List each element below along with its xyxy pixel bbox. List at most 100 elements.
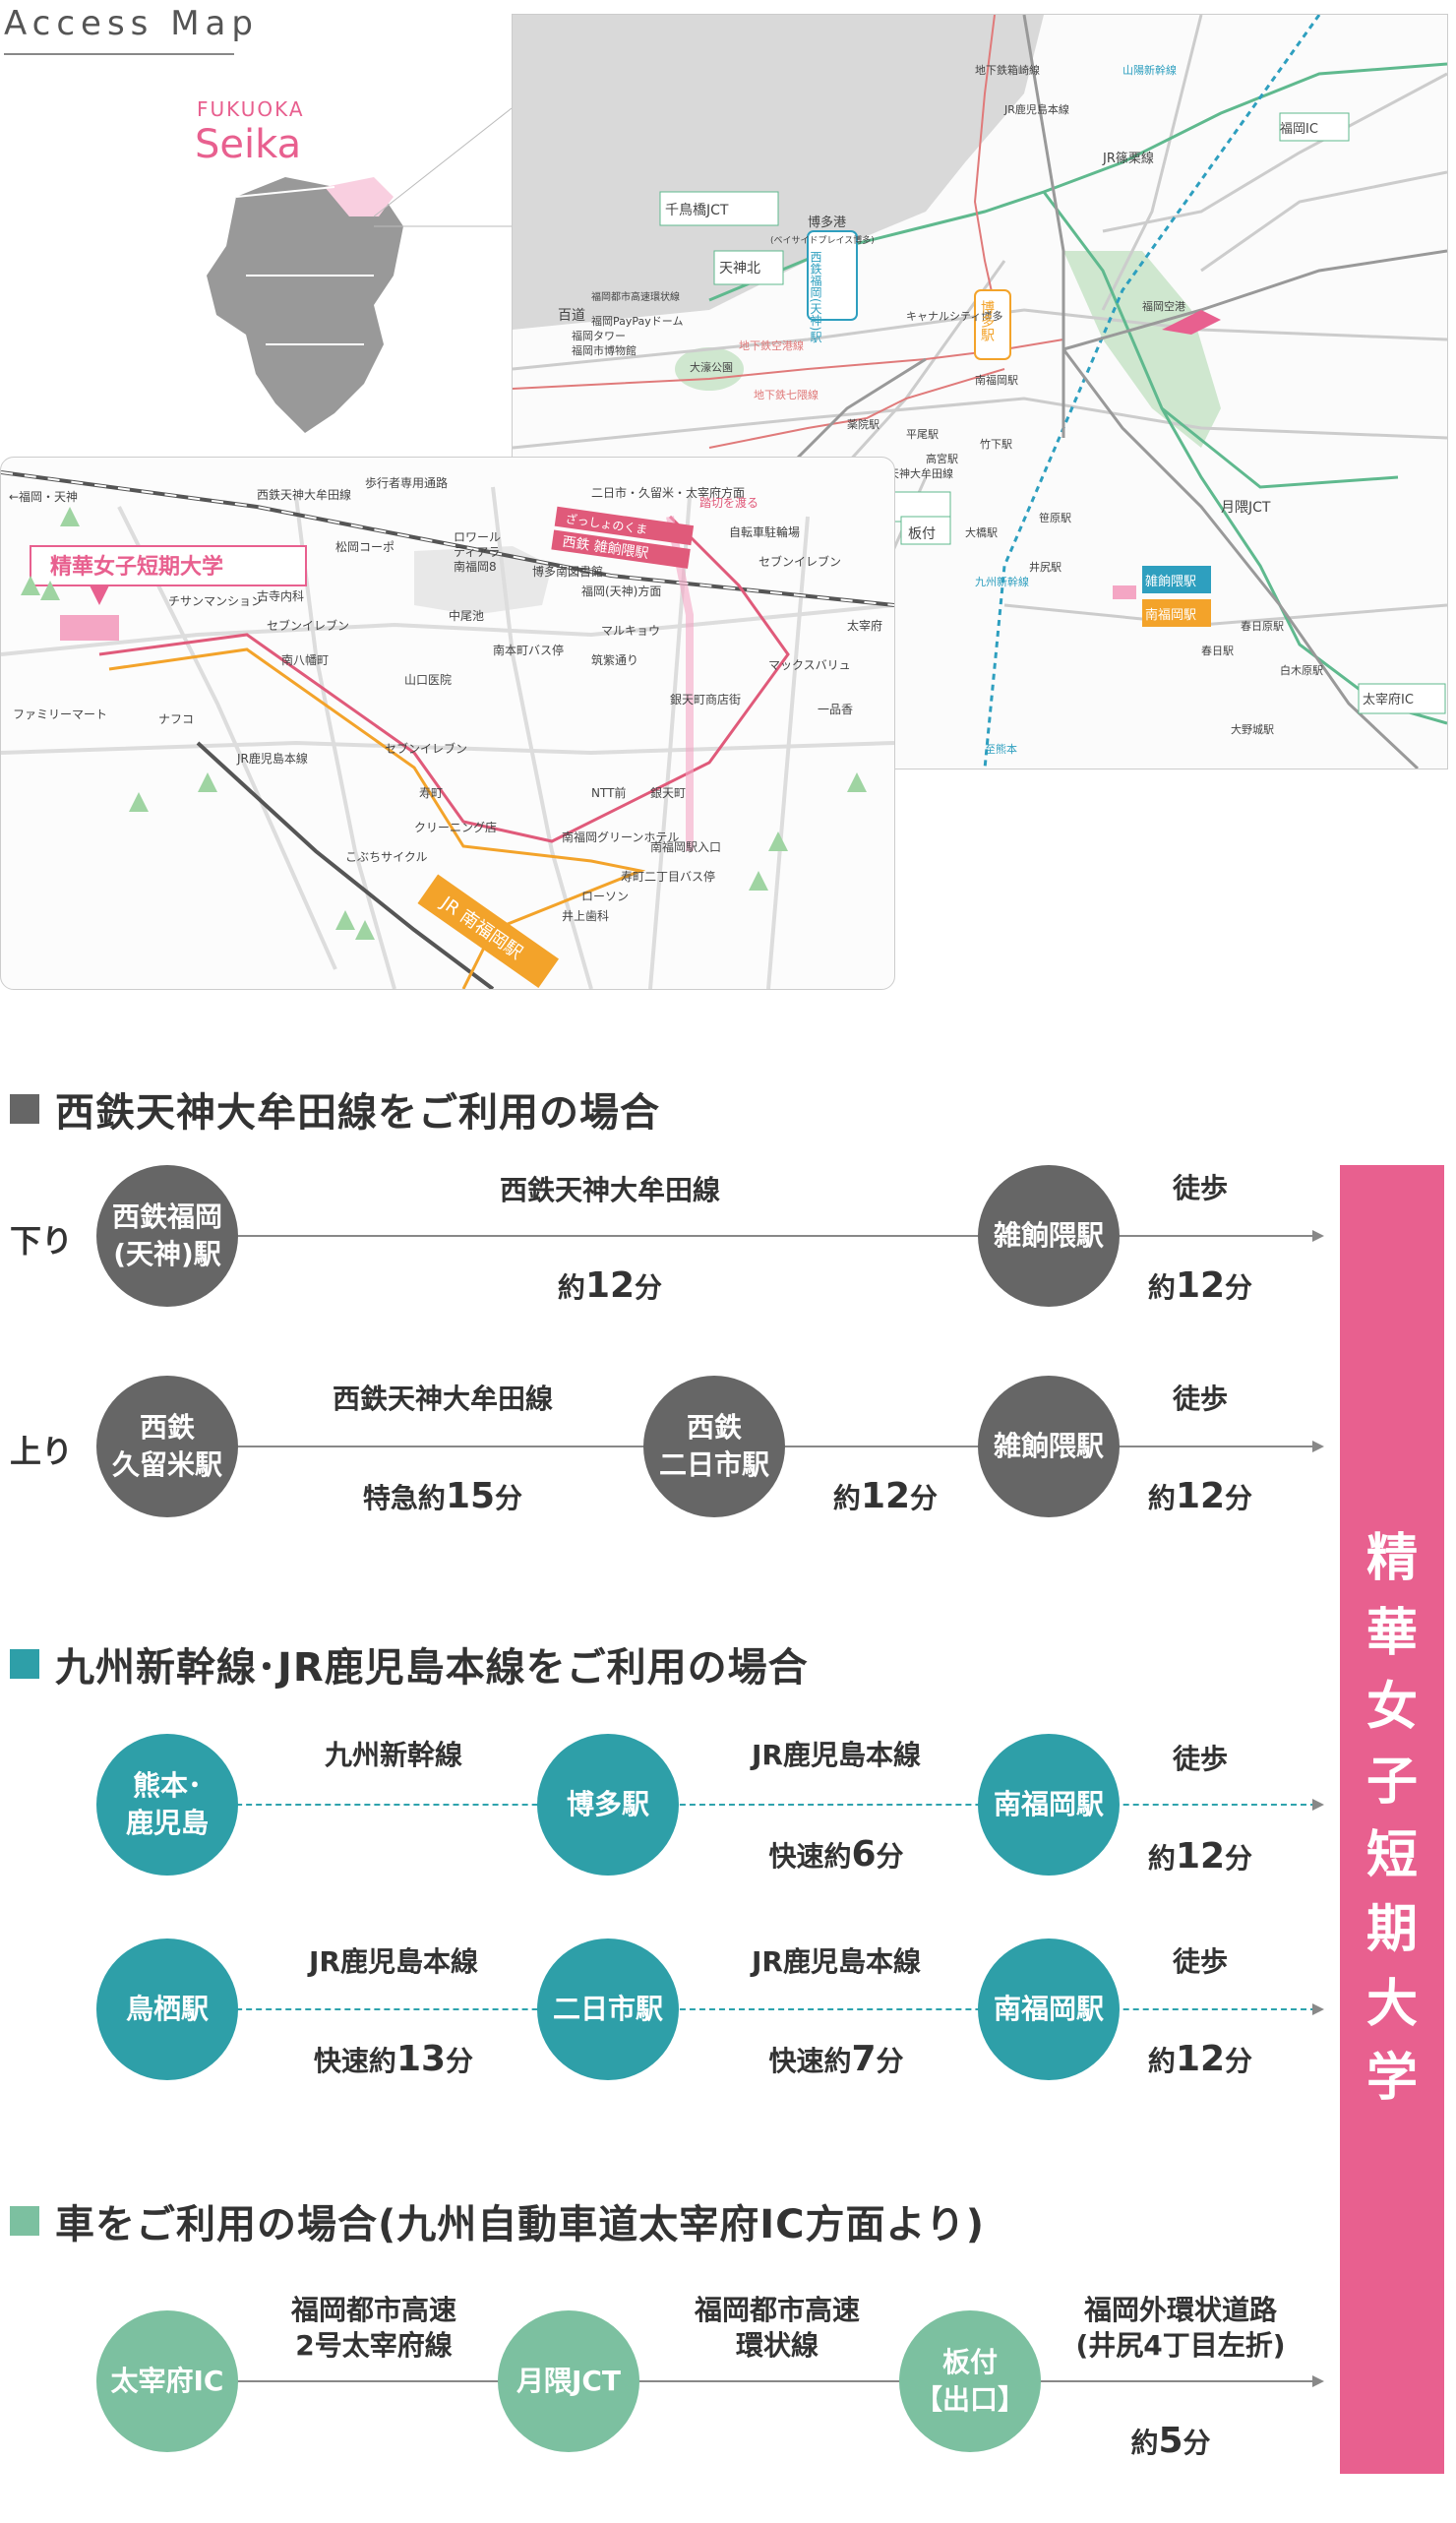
route-line (167, 2008, 1316, 2010)
college-building-icon (60, 615, 119, 641)
label-shiraki: 白木原駅 (1280, 663, 1323, 677)
label-minami-fukuoka-hakataminami: 南福岡駅 (975, 373, 1018, 387)
segment-line-name: JR鹿児島本線 (309, 1945, 478, 1978)
route-line (167, 2380, 1316, 2382)
station-nishitetsu-fukuoka: 西鉄福岡 (天神)駅 (96, 1165, 238, 1307)
segment-duration: 約12分 (557, 1265, 663, 1306)
label-tenjin-kita: 天神北 (719, 261, 760, 277)
label-kasahara: 笹原駅 (1039, 512, 1071, 524)
label-minami-fukuoka-8: 南福岡8 (454, 559, 497, 574)
label-takamiya: 高宮駅 (926, 452, 958, 465)
label-seven-west: セブンイレブン (267, 618, 349, 633)
segment-walk-label: 徒歩 (1172, 1743, 1228, 1775)
label-yamaguchi: 山口医院 (404, 673, 452, 687)
label-jr-kagoshima-local: JR鹿児島本線 (236, 751, 308, 766)
label-to-kumamoto: 至熊本 (985, 742, 1017, 756)
station-zasshonokuma: 雑餉隈駅 (978, 1165, 1120, 1307)
page-title: Access Map (4, 4, 259, 43)
segment-drive-duration: 約5分 (1130, 2421, 1211, 2461)
label-inoue: 井上歯科 (562, 909, 609, 923)
label-minami-honmachi: 南本町バス停 (493, 643, 564, 657)
label-minami-fukuoka-eki-iriguchi: 南福岡駅入口 (650, 839, 721, 854)
label-minami-fukuoka-green: 南福岡グリーンホテル (562, 830, 679, 844)
label-to-futsukaichi: 二日市・久留米・太宰府方面 (591, 485, 745, 500)
inset-connector (374, 107, 513, 227)
label-kotobuki-2: 寿町二丁目バス停 (621, 869, 715, 884)
label-itazuke: 板付 (908, 526, 936, 542)
section-mark-car (10, 2206, 39, 2236)
segment-walk-duration: 約12分 (1147, 1476, 1253, 1516)
label-furuichi: 古寺内科 (257, 588, 304, 603)
segment-walk-duration: 約12分 (1147, 1836, 1253, 1877)
label-iojiri: 井尻駅 (1029, 560, 1062, 574)
station-tosu: 鳥栖駅 (96, 1938, 238, 2080)
label-dazaifu-dir: 太宰府 (847, 618, 882, 633)
segment-road-name: 福岡都市高速 環状線 (694, 2294, 860, 2363)
label-family-mart: ファミリーマート (13, 708, 107, 721)
segment-walk-label: 徒歩 (1172, 1383, 1228, 1415)
label-bayside: (ベイサイドプレイス博多) (770, 234, 875, 246)
station-futsukaichi: 西鉄 二日市駅 (643, 1376, 785, 1517)
route-line (167, 1235, 1316, 1237)
label-kobuchi: こぶちサイクル (345, 850, 428, 864)
label-jr-kagoshima-main: JR鹿児島本線 (1003, 102, 1069, 116)
station-minami-fukuoka: 南福岡駅 (978, 1734, 1120, 1876)
station-zasshonokuma: 雑餉隈駅 (978, 1376, 1120, 1517)
label-hakata-minami-library: 博多南図書館 (532, 564, 603, 579)
label-lowar: ロワール (454, 530, 501, 544)
station-kumamoto-kagoshima: 熊本･ 鹿児島 (96, 1734, 238, 1876)
title-underline (4, 53, 234, 55)
section-heading-jr: 九州新幹線･JR鹿児島本線をご利用の場合 (55, 1645, 809, 1691)
segment-road-name: 福岡外環状道路 (井尻4丁目左折) (1075, 2294, 1286, 2363)
label-jr-sasaguri: JR篠栗線 (1102, 151, 1154, 166)
kyushu-inset-map: FUKUOKA Seika (195, 97, 403, 433)
label-kotobuki: 寿町 (419, 786, 443, 800)
label-onojo: 大野城駅 (1231, 722, 1274, 736)
label-crossing: 踏切を渡る (699, 495, 758, 510)
arrow-right-icon (1312, 1230, 1324, 1242)
segment-walk-duration: 約12分 (1147, 2039, 1253, 2079)
label-minami-fukuoka: 南福岡駅 (1145, 607, 1196, 623)
segment-duration: 特急約15分 (362, 1476, 523, 1516)
label-canal-city: キャナルシティ博多 (906, 309, 1002, 323)
label-ginten: 銀天町 (650, 786, 686, 800)
segment-duration: 約12分 (832, 1476, 939, 1516)
brand-top: FUKUOKA (197, 97, 305, 121)
station-minami-fukuoka: 南福岡駅 (978, 1938, 1120, 2080)
direction-label-down: 下り (10, 1222, 74, 1260)
local-map: ざっしょのくま 西鉄 雑餉隈駅 JR 南福岡駅 精華女子短期大学 ←福岡・天神 … (0, 457, 895, 990)
section-mark-jr (10, 1649, 39, 1679)
label-seven-3: セブンイレブン (385, 741, 467, 756)
label-ichi-fuka: 一品香 (818, 703, 853, 716)
label-city-museum: 福岡市博物館 (572, 343, 637, 357)
local-map-canvas: ざっしょのくま 西鉄 雑餉隈駅 JR 南福岡駅 精華女子短期大学 ←福岡・天神 … (1, 470, 894, 989)
label-yakuin: 薬院駅 (847, 417, 880, 431)
segment-road-name: 福岡都市高速 2号太宰府線 (290, 2294, 456, 2363)
label-lawson: ローソン (581, 890, 629, 903)
label-takeshita: 竹下駅 (980, 437, 1012, 451)
segment-walk-label: 徒歩 (1172, 1172, 1228, 1204)
college-label: 精華女子短期大学 (50, 554, 223, 580)
route-line (167, 1804, 1316, 1806)
label-minami-hachiman: 南八幡町 (281, 652, 329, 667)
brand-main: Seika (195, 122, 301, 167)
label-zasshonokuma: 雑餉隈駅 (1145, 574, 1196, 589)
section-heading-car: 車をご利用の場合(九州自動車道太宰府IC方面より) (55, 2202, 986, 2247)
label-max-valu: マックスバリュ (768, 658, 851, 672)
label-ginten-shotengai: 銀天町商店街 (670, 692, 741, 707)
label-bike-parking: 自転車駐輪場 (729, 524, 800, 539)
airport-icon (1162, 310, 1221, 335)
station-futsukaichi-jr: 二日市駅 (537, 1938, 679, 2080)
station-hakata: 博多駅 (537, 1734, 679, 1876)
label-to-fukuoka-tenjin: ←福岡・天神 (9, 489, 78, 504)
label-ohori-park: 大濠公園 (690, 360, 733, 374)
section-heading-nishitetsu: 西鉄天神大牟田線をご利用の場合 (55, 1090, 660, 1136)
label-fukuoka-tower: 福岡タワー (572, 329, 626, 342)
segment-line-name: 西鉄天神大牟田線 (332, 1383, 553, 1415)
destination-label: 精 華 女 子 短 期 大 学 (1365, 1529, 1418, 2109)
arrow-right-icon (1312, 1441, 1324, 1452)
label-fukuoka-airport: 福岡空港 (1142, 299, 1185, 313)
label-expressway-loop: 福岡都市高速環状線 (591, 290, 680, 303)
label-seven-east: セブンイレブン (758, 554, 841, 569)
label-subway-airport: 地下鉄空港線 (739, 338, 804, 352)
